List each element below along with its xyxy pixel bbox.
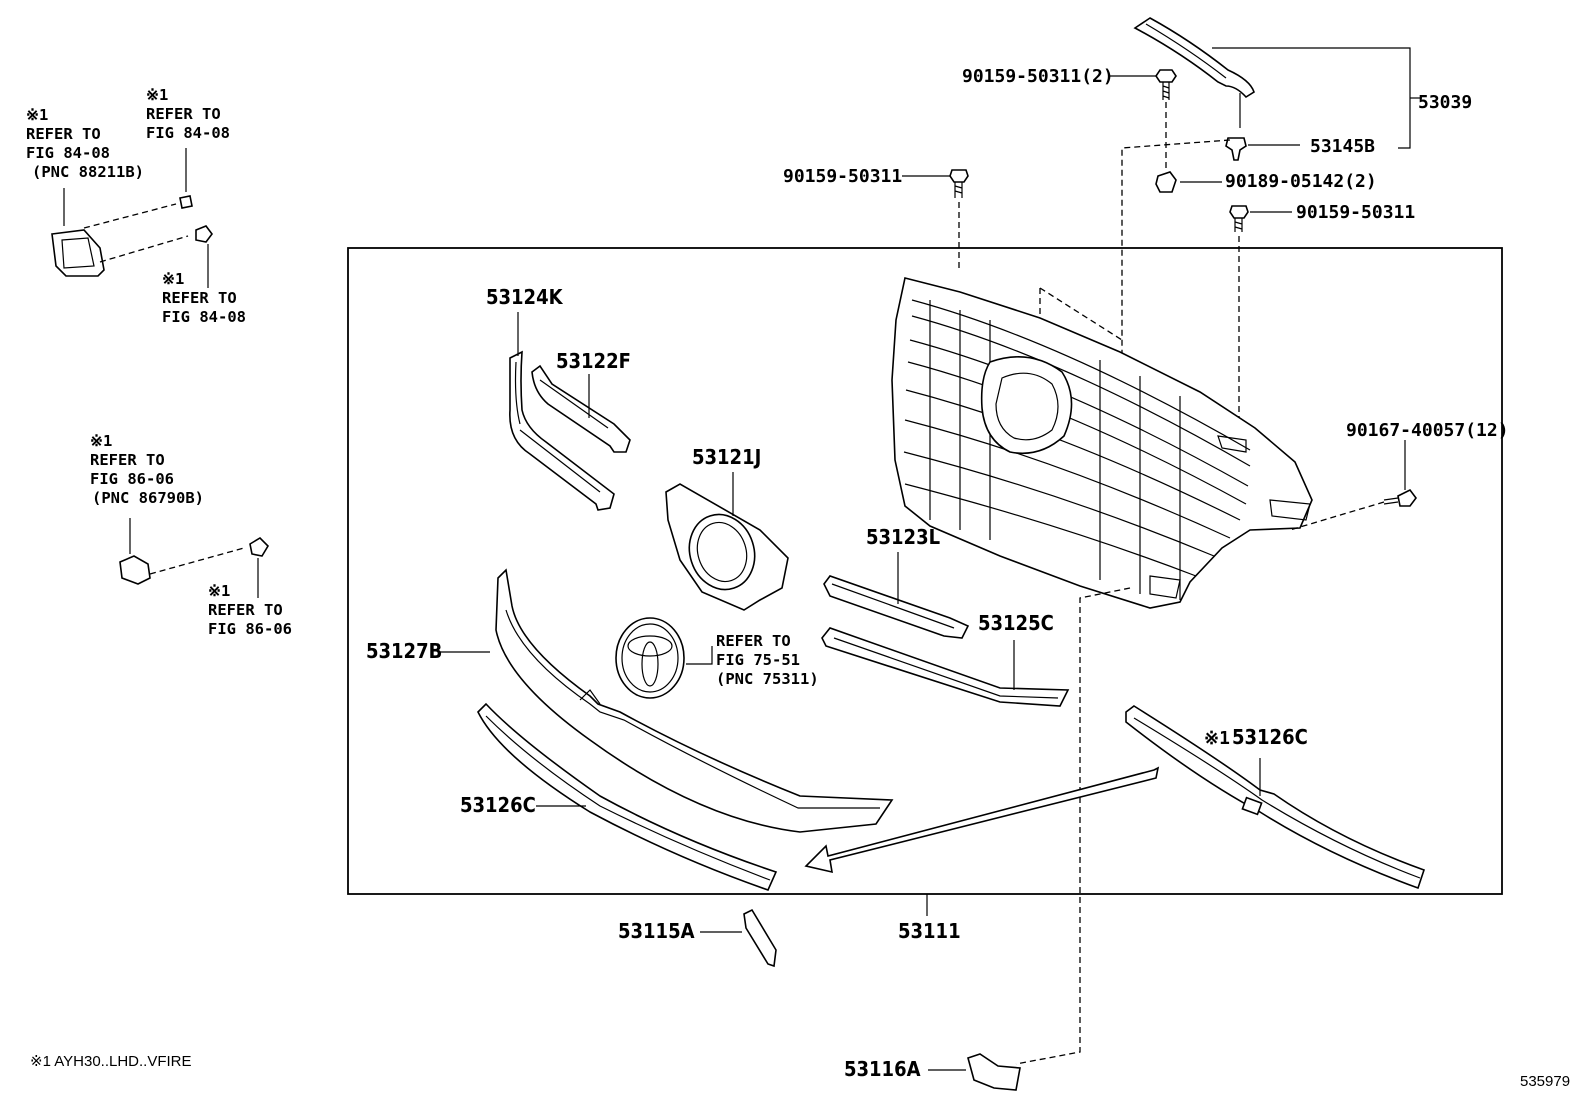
label-53121j: 53121J [692,445,761,469]
moulding-53126c-left [477,702,778,891]
part-53115a [700,908,777,968]
note-ref-84-08-a: ※1 REFER TO FIG 84-08 [146,86,230,142]
surround-53121j [665,472,789,611]
label-bolt-90159-left: 90159-50311 [783,166,902,187]
note-ref-86-06-b: ※1 REFER TO FIG 86-06 [208,582,292,638]
moulding-53123l [823,552,970,639]
grille-body-53111 [891,277,1313,609]
svg-text:※1: ※1 [26,106,48,124]
label-bolt-90159-right: 90159-50311 [1296,202,1415,223]
label-53125c: 53125C [978,611,1054,635]
svg-text:(PNC 86790B): (PNC 86790B) [92,489,204,507]
svg-text:FIG 86-06: FIG 86-06 [90,470,174,488]
label-53039: 53039 [1418,92,1472,113]
bolt-90159-left [902,169,969,272]
svg-text:REFER TO: REFER TO [208,601,283,619]
label-nut-90189: 90189-05142(2) [1225,171,1377,192]
assembly-frame [347,247,1503,895]
dashed-guide-lower [1015,587,1131,1065]
label-clip-90167: 90167-40057(12) [1346,420,1509,441]
label-bolt-90159-pair: 90159-50311(2) [962,66,1114,87]
label-53126c-right: 53126C [1232,725,1308,749]
label-53116a: 53116A [844,1057,921,1081]
svg-text:REFER TO: REFER TO [90,451,165,469]
svg-text:FIG 84-08: FIG 84-08 [162,308,246,326]
note-ref-84-08-b: ※1 REFER TO FIG 84-08 [162,270,246,326]
svg-text:※1: ※1 [90,432,112,450]
svg-text:(PNC 88211B): (PNC 88211B) [32,163,144,181]
svg-text:(PNC 75311): (PNC 75311) [716,670,819,688]
svg-text:REFER TO: REFER TO [162,289,237,307]
clip-90167 [1289,440,1417,531]
label-53124k: 53124K [486,285,564,309]
part-53116a [928,1053,1021,1091]
svg-text:FIG 84-08: FIG 84-08 [26,144,110,162]
svg-text:FIG 84-08: FIG 84-08 [146,124,230,142]
bolt-90159-right [1229,205,1292,432]
moulding-53126c-right [1125,705,1426,890]
toyota-emblem [615,617,713,699]
label-53111: 53111 [898,919,961,943]
sensor-86790b [119,518,270,598]
clip-53145b [1225,137,1300,161]
svg-text:REFER TO: REFER TO [716,632,791,650]
svg-text:FIG 86-06: FIG 86-06 [208,620,292,638]
moulding-53124k [509,312,615,511]
svg-text:※1: ※1 [162,270,184,288]
label-53123l: 53123L [866,525,940,549]
molding-53039 [1133,17,1422,149]
label-53126c-left: 53126C [460,793,536,817]
bolt-90159-pair [1108,69,1177,172]
svg-text:FIG 75-51: FIG 75-51 [716,651,800,669]
note-ref-86-06-pnc: ※1 REFER TO FIG 86-06 (PNC 86790B) [90,432,204,507]
label-53115a: 53115A [618,919,695,943]
svg-text:※1: ※1 [146,86,168,104]
nut-90189 [1155,171,1222,193]
label-53122f: 53122F [556,349,631,373]
moulding-53122f [531,364,631,453]
svg-text:※1: ※1 [208,582,230,600]
note-emblem-ref: REFER TO FIG 75-51 (PNC 75311) [716,632,819,688]
sensor-88211b [51,148,213,288]
footnote: ※1 AYH30..LHD..VFIRE [30,1053,192,1070]
figure-id: 535979 [1520,1073,1570,1090]
svg-text:REFER TO: REFER TO [146,105,221,123]
svg-text:REFER TO: REFER TO [26,125,101,143]
note-ref-84-08-pnc: ※1 REFER TO FIG 84-08 (PNC 88211B) [26,106,144,181]
label-53145b: 53145B [1310,136,1375,157]
label-53127b: 53127B [366,639,442,663]
transfer-arrow [804,766,1160,874]
moulding-53125c [821,627,1070,707]
label-53126c-right-mark: ※1 [1204,728,1230,749]
moulding-53127b [438,568,894,833]
